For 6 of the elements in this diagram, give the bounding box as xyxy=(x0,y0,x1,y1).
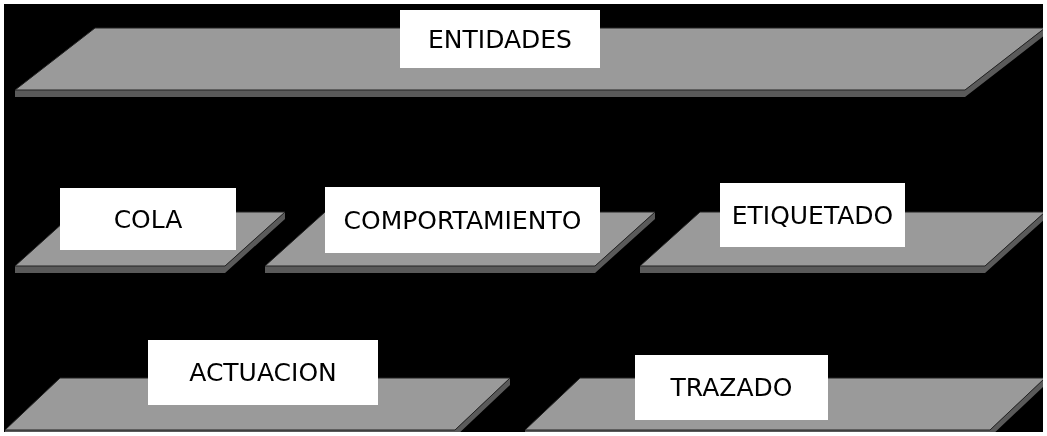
layer-label: ETIQUETADO xyxy=(720,183,905,247)
layer-label: ACTUACION xyxy=(148,340,378,405)
layer-label: TRAZADO xyxy=(635,355,828,420)
layer-label: COLA xyxy=(60,188,236,250)
layer-label: ENTIDADES xyxy=(400,10,600,68)
layer-label: COMPORTAMIENTO xyxy=(325,187,600,253)
